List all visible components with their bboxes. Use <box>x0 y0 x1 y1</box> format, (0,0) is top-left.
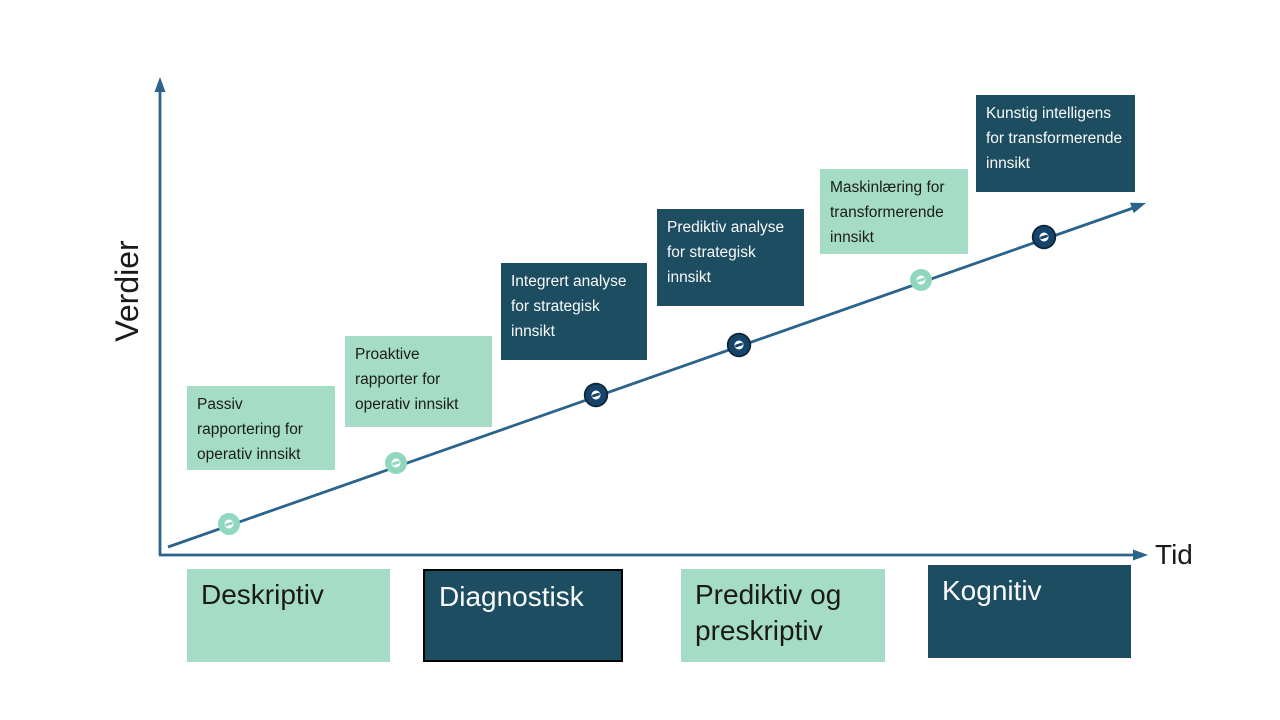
stage-box-proaktive-rapporter: Proaktive rapporter for operativ innsikt <box>345 336 492 427</box>
data-point-3 <box>583 382 609 408</box>
stage-box-maskinlaering: Maskinlæring for transformerende innsikt <box>820 169 968 254</box>
category-label: Diagnostisk <box>439 581 584 612</box>
data-point-1 <box>218 513 240 535</box>
category-label: Kognitiv <box>942 575 1042 606</box>
stage-box-kunstig-intelligens: Kunstig intelligens for transformerende … <box>976 95 1135 192</box>
stage-label: Passiv rapportering for operativ innsikt <box>197 396 303 463</box>
trend-line <box>167 205 1137 549</box>
data-point-6 <box>1031 224 1057 250</box>
data-point-5 <box>910 269 932 291</box>
data-point-2 <box>385 452 407 474</box>
stage-label: Kunstig intelligens for transformerende … <box>986 105 1123 172</box>
category-box-deskriptiv: Deskriptiv <box>187 569 390 662</box>
trend-line-arrowhead <box>1130 202 1146 214</box>
y-axis-label: Verdier <box>109 240 145 342</box>
data-point-4 <box>726 332 752 358</box>
x-axis-arrowhead <box>1133 549 1148 561</box>
stage-box-integrert-analyse: Integrert analyse for strategisk innsikt <box>501 263 647 360</box>
y-axis-arrowhead <box>154 77 166 92</box>
category-box-kognitiv: Kognitiv <box>928 565 1131 658</box>
stage-label: Integrert analyse for strategisk innsikt <box>511 273 627 340</box>
category-label: Prediktiv og preskriptiv <box>695 579 842 646</box>
stage-label: Maskinlæring for transformerende innsikt <box>830 179 945 246</box>
stage-label: Prediktiv analyse for strategisk innsikt <box>667 219 785 286</box>
stage-box-passiv-rapportering: Passiv rapportering for operativ innsikt <box>187 386 335 470</box>
category-box-diagnostisk: Diagnostisk <box>423 569 623 662</box>
stage-box-prediktiv-analyse: Prediktiv analyse for strategisk innsikt <box>657 209 804 306</box>
x-axis-label: Tid <box>1155 539 1193 570</box>
category-label: Deskriptiv <box>201 579 324 610</box>
stage-label: Proaktive rapporter for operativ innsikt <box>355 346 459 413</box>
category-box-prediktiv-preskriptiv: Prediktiv og preskriptiv <box>681 569 885 662</box>
